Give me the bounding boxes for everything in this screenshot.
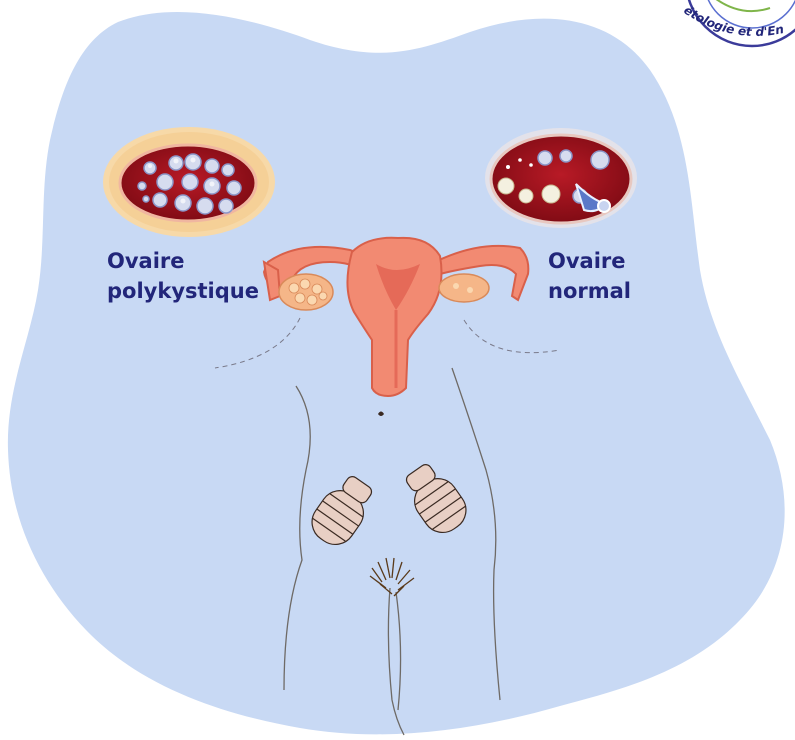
normal-ovary-small (439, 274, 489, 302)
label-polycystic-line2: polykystique (107, 276, 259, 306)
label-polycystic-line1: Ovaire (107, 246, 259, 276)
label-normal-line2: normal (548, 276, 631, 306)
polycystic-ovary-small (279, 274, 333, 310)
logo: étologie et d'En (681, 0, 795, 46)
label-normal-ovary: Ovaire normal (548, 246, 631, 306)
polycystic-ovary-icon (103, 127, 275, 237)
label-normal-line1: Ovaire (548, 246, 631, 276)
label-polycystic-ovary: Ovaire polykystique (107, 246, 259, 306)
normal-ovary-icon (485, 128, 637, 228)
